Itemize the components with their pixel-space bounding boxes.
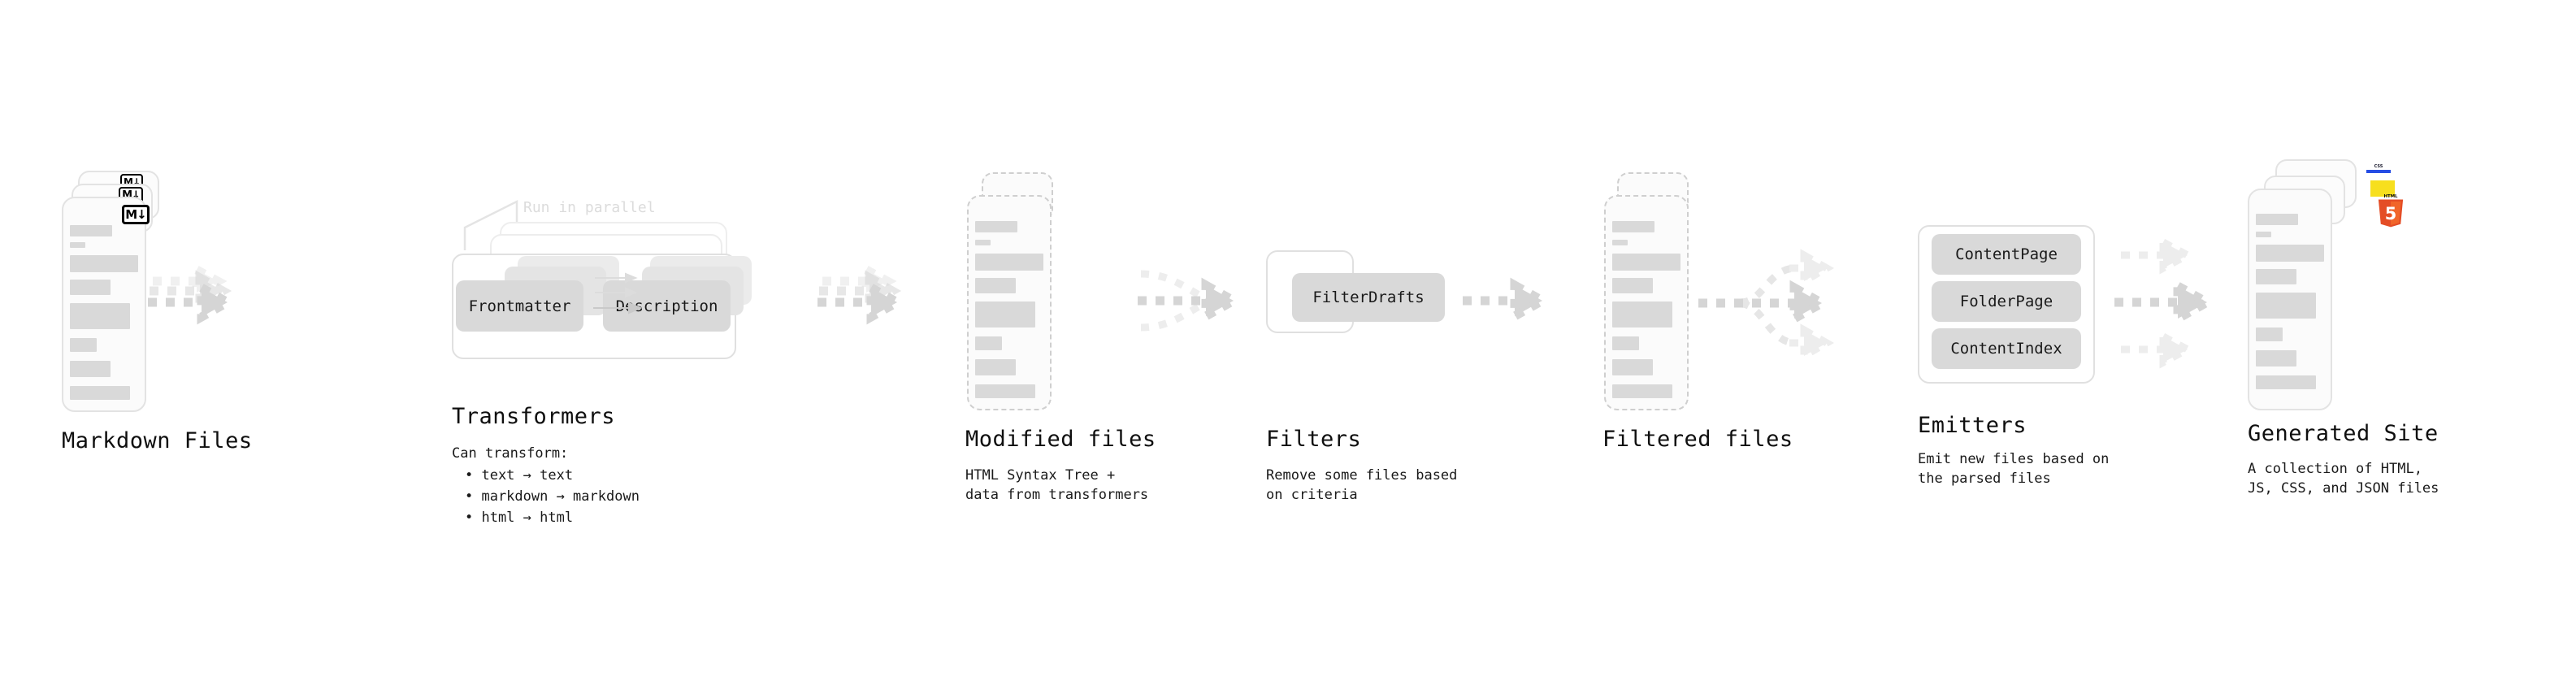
js-badge bbox=[2370, 180, 2395, 197]
transformers-item-3: • html → html bbox=[465, 510, 574, 526]
transformers-title: Transformers bbox=[452, 404, 616, 429]
emitters-title: Emitters bbox=[1918, 413, 2027, 438]
arrow-filtered-to-emitters bbox=[1698, 249, 1835, 362]
doc-line bbox=[70, 361, 111, 377]
doc-line bbox=[1612, 359, 1653, 375]
arrow-transformers-to-modified bbox=[817, 262, 907, 325]
transformers-item-2: • markdown → markdown bbox=[465, 488, 640, 505]
doc-line bbox=[70, 225, 112, 236]
doc-line bbox=[1612, 278, 1653, 293]
doc-line bbox=[2256, 375, 2316, 389]
doc-line bbox=[975, 384, 1035, 398]
emitters-desc-1: Emit new files based on bbox=[1918, 451, 2110, 467]
modified-files-desc-2: data from transformers bbox=[965, 487, 1149, 503]
doc-line bbox=[2256, 245, 2324, 262]
filterdrafts-chip[interactable]: FilterDrafts bbox=[1292, 273, 1445, 322]
doc-line bbox=[1612, 240, 1628, 245]
arrow-emitters-to-site bbox=[2114, 236, 2217, 369]
doc-line bbox=[70, 255, 138, 272]
folderpage-chip[interactable]: FolderPage bbox=[1932, 281, 2081, 322]
frontmatter-chip[interactable]: Frontmatter bbox=[456, 280, 583, 332]
doc-line bbox=[975, 240, 991, 245]
doc-line bbox=[2256, 293, 2316, 319]
transformers-description-intro: Can transform: bbox=[452, 445, 569, 462]
html5-badge: HTML 5 bbox=[2378, 194, 2404, 228]
doc-line bbox=[1612, 384, 1672, 398]
doc-line bbox=[2256, 214, 2298, 225]
doc-line bbox=[975, 254, 1043, 271]
arrow-markdown-to-transformers bbox=[148, 262, 237, 325]
run-in-parallel-label: Run in parallel bbox=[523, 199, 656, 216]
svg-text:HTML: HTML bbox=[2384, 194, 2399, 199]
emitters-desc-2: the parsed files bbox=[1918, 471, 2051, 487]
svg-text:5: 5 bbox=[2385, 204, 2397, 223]
doc-line bbox=[1612, 301, 1672, 327]
markdown-files-title: Markdown Files bbox=[62, 428, 253, 453]
modified-files-desc-1: HTML Syntax Tree + bbox=[965, 467, 1116, 484]
arrow-filters-to-filtered bbox=[1463, 277, 1552, 324]
doc-line bbox=[70, 303, 130, 329]
run-in-parallel-bracket bbox=[463, 199, 518, 250]
generated-site-desc-2: JS, CSS, and JSON files bbox=[2248, 480, 2439, 497]
doc-line bbox=[975, 336, 1002, 350]
filters-desc-1: Remove some files based bbox=[1266, 467, 1458, 484]
doc-line bbox=[70, 386, 130, 400]
doc-line bbox=[975, 301, 1035, 327]
doc-line bbox=[1612, 254, 1680, 271]
doc-line bbox=[70, 338, 97, 352]
doc-line bbox=[70, 280, 111, 295]
doc-line bbox=[975, 359, 1016, 375]
arrow-modified-to-filters bbox=[1138, 270, 1243, 332]
contentpage-chip[interactable]: ContentPage bbox=[1932, 234, 2081, 275]
transformers-item-1: • text → text bbox=[465, 467, 574, 484]
doc-line bbox=[975, 278, 1016, 293]
generated-site-desc-1: A collection of HTML, bbox=[2248, 461, 2422, 477]
generated-site-title: Generated Site bbox=[2248, 421, 2439, 446]
description-chip[interactable]: Description bbox=[603, 280, 731, 332]
doc-line bbox=[975, 221, 1017, 232]
transformer-inner-arrows bbox=[593, 272, 643, 314]
markdown-badge-front: M↓ bbox=[122, 205, 150, 224]
filters-title: Filters bbox=[1266, 427, 1362, 452]
filters-desc-2: on criteria bbox=[1266, 487, 1358, 503]
css-badge-label: CSS bbox=[2374, 164, 2383, 169]
modified-files-title: Modified files bbox=[965, 427, 1156, 452]
doc-line bbox=[2256, 269, 2296, 284]
doc-line bbox=[2256, 350, 2296, 367]
css-badge: CSS bbox=[2366, 164, 2391, 173]
contentindex-chip[interactable]: ContentIndex bbox=[1932, 328, 2081, 369]
doc-line bbox=[2256, 232, 2271, 237]
doc-line bbox=[2256, 327, 2283, 341]
css-badge-rule bbox=[2366, 170, 2391, 173]
doc-line bbox=[1612, 221, 1654, 232]
filtered-files-title: Filtered files bbox=[1602, 427, 1793, 452]
doc-line bbox=[70, 242, 85, 248]
doc-line bbox=[1612, 336, 1639, 350]
